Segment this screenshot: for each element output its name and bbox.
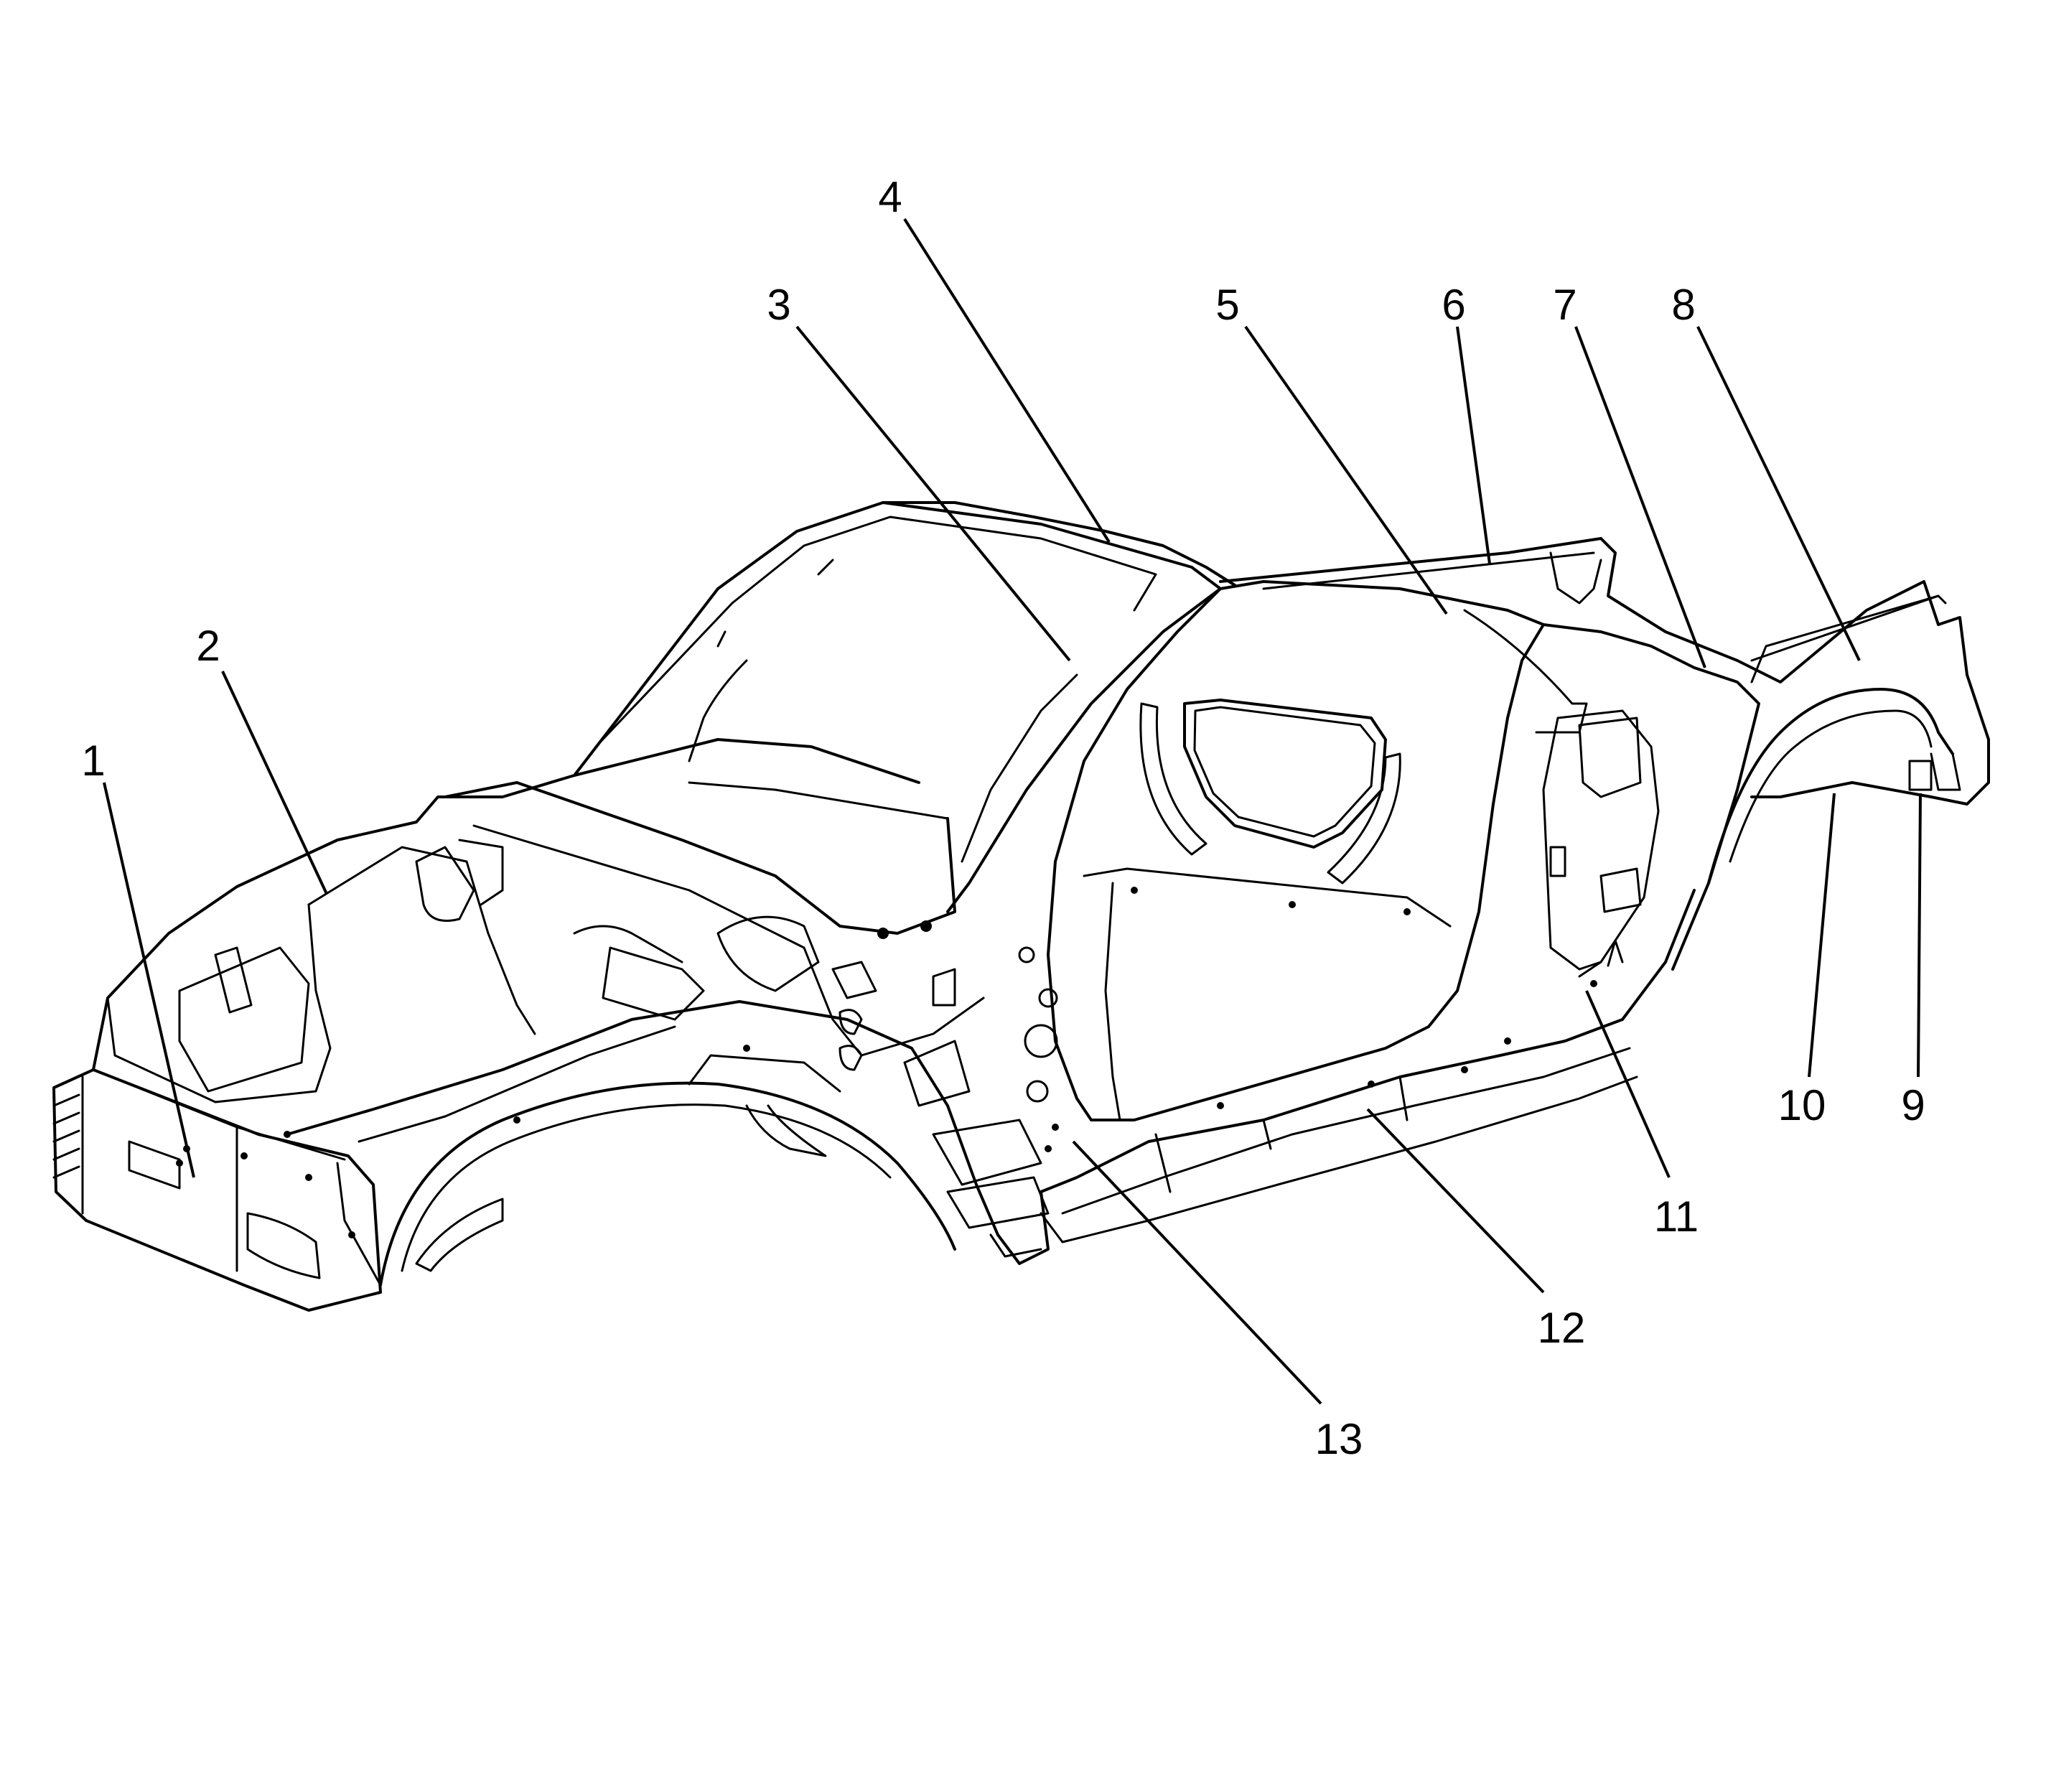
callout-3: 3 bbox=[767, 281, 790, 329]
leader-line-8 bbox=[1696, 326, 1861, 661]
roof-header-outline bbox=[882, 501, 1236, 587]
callout-2: 2 bbox=[196, 622, 220, 670]
callout-1: 1 bbox=[81, 737, 105, 785]
vehicle-body-illustration bbox=[52, 501, 1990, 1312]
rear-quarter-outline bbox=[1542, 623, 1760, 971]
cowl-outline bbox=[444, 781, 956, 935]
callout-6: 6 bbox=[1442, 281, 1465, 329]
leader-line-7 bbox=[1574, 326, 1706, 668]
front-wheel-arch bbox=[379, 1081, 956, 1287]
callout-11: 11 bbox=[1654, 1193, 1699, 1241]
radiator-support-outline bbox=[92, 738, 920, 1071]
callout-5: 5 bbox=[1215, 281, 1239, 329]
leader-line-6 bbox=[1456, 326, 1491, 564]
callout-8: 8 bbox=[1671, 281, 1695, 329]
leader-line-1 bbox=[103, 782, 195, 1178]
leader-line-5 bbox=[1244, 325, 1448, 615]
callout-10: 10 bbox=[1778, 1081, 1826, 1129]
callout-4: 4 bbox=[878, 173, 902, 221]
rear-deck-outline bbox=[1219, 537, 1940, 683]
leader-line-2 bbox=[221, 671, 328, 895]
leader-line-4 bbox=[903, 218, 1111, 543]
rear-wheel-arch bbox=[1707, 688, 1954, 885]
leader-line-13 bbox=[1072, 1140, 1322, 1405]
leader-line-9 bbox=[1917, 793, 1922, 1078]
callout-labels: 1 2 3 4 5 6 7 8 9 10 11 12 13 bbox=[81, 173, 1925, 1463]
callout-9: 9 bbox=[1901, 1081, 1925, 1129]
door-panel-window bbox=[1183, 699, 1387, 849]
rocker-sill-outline bbox=[1040, 889, 1696, 1193]
callout-7: 7 bbox=[1553, 281, 1576, 329]
rear-quarter-end bbox=[1750, 616, 1990, 806]
leader-line-11 bbox=[1585, 990, 1671, 1178]
callout-13: 13 bbox=[1315, 1415, 1363, 1463]
fastener-holes bbox=[176, 887, 1597, 1238]
front-fascia-outline bbox=[52, 1068, 382, 1312]
door-opening-outline bbox=[1047, 580, 1545, 1121]
windshield-frame bbox=[573, 501, 1222, 913]
leader-line-10 bbox=[1808, 793, 1836, 1078]
callout-12: 12 bbox=[1538, 1304, 1586, 1352]
leader-line-12 bbox=[1366, 1108, 1545, 1294]
callout-leader-lines bbox=[103, 218, 1922, 1405]
leader-line-3 bbox=[795, 325, 1071, 662]
front-fender-outline bbox=[286, 1000, 1050, 1265]
